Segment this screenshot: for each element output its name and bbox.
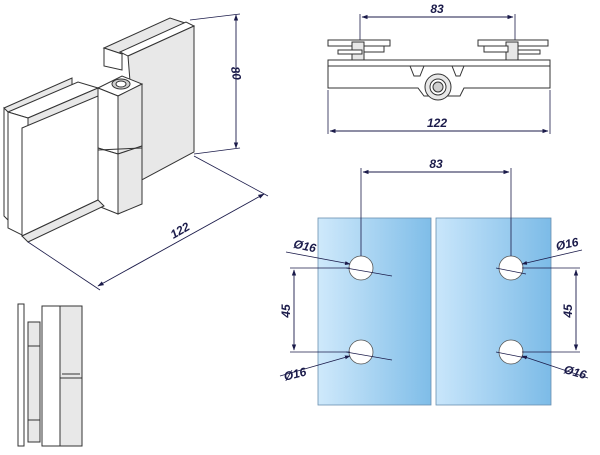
front-right-vertical-dimension: 45 [522,267,580,353]
hole-top-left-label: Ø16 [292,237,317,255]
isometric-view: 80 122 [3,13,269,291]
iso-height-dimension: 80 [189,13,244,155]
top-left-clamp [327,39,391,61]
right-glass-panel [435,217,552,406]
front-left-vertical-dimension: 45 [279,267,350,353]
top-right-clamp [477,39,549,61]
front-hole-spacing-label: 83 [429,157,443,171]
hole-bottom-right-label: Ø16 [562,362,588,382]
hole-bottom-right [498,339,524,365]
front-hole-spacing-dimension: 83 [360,157,512,256]
hole-diameter-leaders: Ø16 Ø16 Ø16 Ø16 [279,235,588,384]
top-width-dimension: 122 [327,90,551,134]
side-view [17,303,83,447]
iso-height-label: 80 [228,66,244,82]
iso-width-label: 122 [168,219,193,241]
iso-right-clamp [102,17,196,183]
top-hinge-body [327,59,551,101]
top-view: 83 122 [327,2,551,134]
iso-front-plate [21,95,105,243]
hole-top-right [498,255,524,281]
iso-hinge-knuckle [96,75,144,215]
hole-bottom-left [348,339,374,365]
hole-center-marks [345,267,527,361]
top-hole-spacing-label: 83 [430,2,444,16]
front-view: 83 45 45 Ø16 Ø16 Ø16 Ø16 [279,157,588,406]
front-right-vertical-label: 45 [561,304,575,319]
hole-top-left [348,255,374,281]
front-left-vertical-label: 45 [279,304,293,319]
hole-top-right-label: Ø16 [555,235,580,253]
hole-bottom-left-label: Ø16 [282,365,308,384]
left-glass-panel [317,217,432,406]
top-width-label: 122 [427,116,447,130]
